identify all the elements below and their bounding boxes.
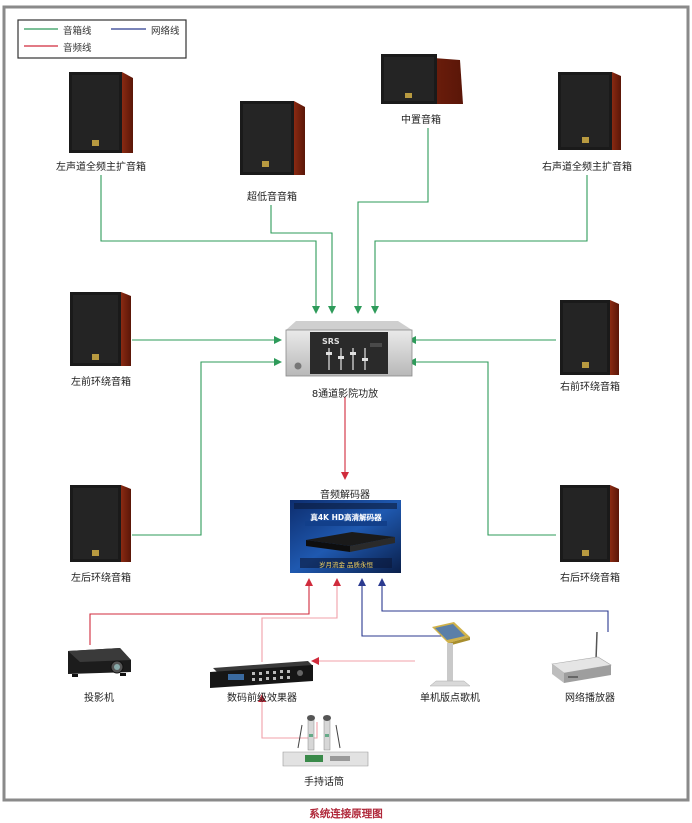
label-amplifier: 8通道影院功放 xyxy=(311,389,379,400)
label-left-main: 左声道全频主扩音箱 xyxy=(56,162,146,173)
line-left-main xyxy=(100,175,320,314)
svg-text:SRS: SRS xyxy=(322,337,340,346)
legend xyxy=(17,19,187,59)
line-right-main xyxy=(371,175,588,314)
label-subwoofer: 超低音音箱 xyxy=(247,192,297,203)
label-decoder: 音频解码器 xyxy=(320,490,370,501)
label-right-front-surround: 右前环绕音箱 xyxy=(560,382,620,393)
label-right-rear-surround: 右后环绕音箱 xyxy=(560,573,620,584)
diagram-caption: 系统连接原理图 xyxy=(309,808,383,820)
line-karaoke-decoder xyxy=(358,578,444,637)
microphone-icon xyxy=(282,715,369,767)
left-front-surround-speaker-icon xyxy=(70,292,131,366)
decoder-screen-title: 真4K HD高清解码器 xyxy=(310,513,382,522)
center-speaker-icon xyxy=(381,54,463,104)
amplifier-icon: SRS xyxy=(285,321,413,377)
label-projector: 投影机 xyxy=(84,693,114,704)
right-front-surround-speaker-icon xyxy=(560,300,619,375)
line-mic-effects xyxy=(258,694,318,739)
outer-frame xyxy=(2,5,690,802)
network-player-icon xyxy=(551,631,612,683)
right-rear-surround-speaker-icon xyxy=(560,485,619,562)
line-projector-decoder xyxy=(89,578,313,645)
legend-audio-label: 音频线 xyxy=(63,43,92,54)
line-effects-decoder xyxy=(261,578,341,662)
subwoofer-speaker-icon xyxy=(240,101,305,175)
line-subwoofer xyxy=(270,205,336,314)
label-right-main: 右声道全频主扩音箱 xyxy=(542,162,632,173)
projector-icon xyxy=(68,648,131,677)
label-left-rear-surround: 左后环绕音箱 xyxy=(71,573,131,584)
legend-network-label: 网络线 xyxy=(151,26,180,37)
label-left-front-surround: 左前环绕音箱 xyxy=(71,377,131,388)
left-rear-surround-speaker-icon xyxy=(70,485,131,562)
karaoke-kiosk-icon xyxy=(429,622,471,687)
decoder-screen xyxy=(290,500,401,573)
label-center: 中置音箱 xyxy=(401,115,441,126)
decoder-screen-slogan: 岁月流金 品质永恒 xyxy=(318,561,374,569)
right-main-speaker-icon xyxy=(558,72,621,150)
legend-speaker-label: 音箱线 xyxy=(63,26,92,37)
left-main-speaker-icon xyxy=(69,72,133,153)
label-effects: 数码前级效果器 xyxy=(227,693,297,704)
line-right-rear-surround xyxy=(408,358,556,536)
label-karaoke: 单机版点歌机 xyxy=(420,693,480,704)
line-center xyxy=(354,128,429,314)
effects-processor-icon xyxy=(210,661,313,688)
line-player-decoder xyxy=(378,578,609,632)
label-microphone: 手持话筒 xyxy=(304,777,344,788)
label-network-player: 网络播放器 xyxy=(565,693,615,704)
line-left-rear-surround xyxy=(132,358,282,536)
